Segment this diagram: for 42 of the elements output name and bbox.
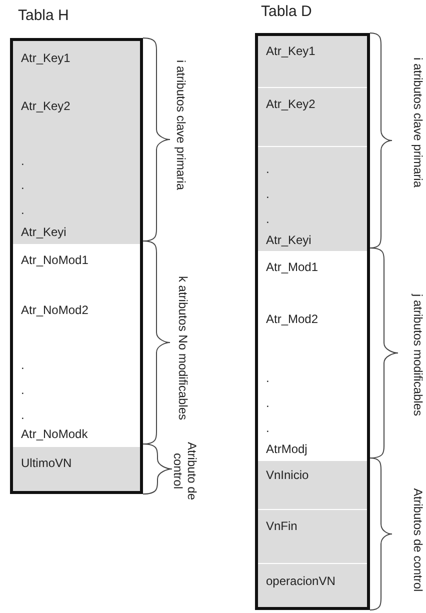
- attribute-name: Atr_Key2: [266, 97, 316, 111]
- attribute-name: Atr_Mod1: [266, 260, 318, 274]
- attribute-name: .: [21, 383, 24, 397]
- attribute-name: .: [266, 371, 270, 385]
- attribute-name: UltimoVN: [21, 456, 72, 470]
- attribute-name: Atr_Keyi: [266, 233, 312, 247]
- attribute-name: Atr_Keyi: [21, 225, 66, 239]
- attribute-name: Atr_NoModk: [21, 427, 88, 441]
- attribute-name: .: [21, 203, 24, 217]
- attribute-name: .: [266, 396, 270, 410]
- attribute-name: .: [21, 154, 24, 168]
- brace-label: i atributos clave primaria: [411, 56, 425, 190]
- attribute-band: [258, 461, 367, 607]
- table-title: Tabla D: [261, 3, 312, 20]
- attribute-name: .: [21, 178, 24, 192]
- table-box: [10, 38, 143, 494]
- attribute-name: Atr_Mod2: [266, 312, 318, 326]
- brace-label: Atributos de control: [411, 487, 425, 594]
- attribute-name: AtrModj: [266, 442, 308, 456]
- brace-label: k atributos No modificables: [176, 274, 190, 422]
- attribute-band: [13, 447, 140, 491]
- brace-label: j atributos modificables: [411, 292, 425, 418]
- attribute-name: operacionVN: [266, 574, 336, 588]
- attribute-name: .: [21, 408, 24, 422]
- attribute-name: .: [21, 358, 24, 372]
- table-title: Tabla H: [18, 7, 69, 24]
- attribute-name: Atr_Key2: [21, 99, 70, 113]
- attribute-band: [13, 41, 140, 244]
- attribute-name: Atr_Key1: [21, 51, 70, 65]
- attribute-name: .: [266, 421, 270, 435]
- table-box: [255, 33, 370, 610]
- attribute-name: Atr_Key1: [266, 44, 316, 58]
- attribute-name: VnInicio: [266, 468, 309, 482]
- brace-label: i atributos clave primaria: [174, 58, 188, 192]
- attribute-name: VnFin: [266, 519, 298, 533]
- attribute-name: .: [266, 187, 270, 201]
- attribute-name: Atr_NoMod2: [21, 303, 88, 317]
- attribute-name: .: [266, 162, 270, 176]
- attribute-band: [258, 36, 367, 251]
- brace-label: Atributo de control: [171, 440, 199, 502]
- attribute-name: Atr_NoMod1: [21, 253, 88, 267]
- attribute-name: .: [266, 212, 270, 226]
